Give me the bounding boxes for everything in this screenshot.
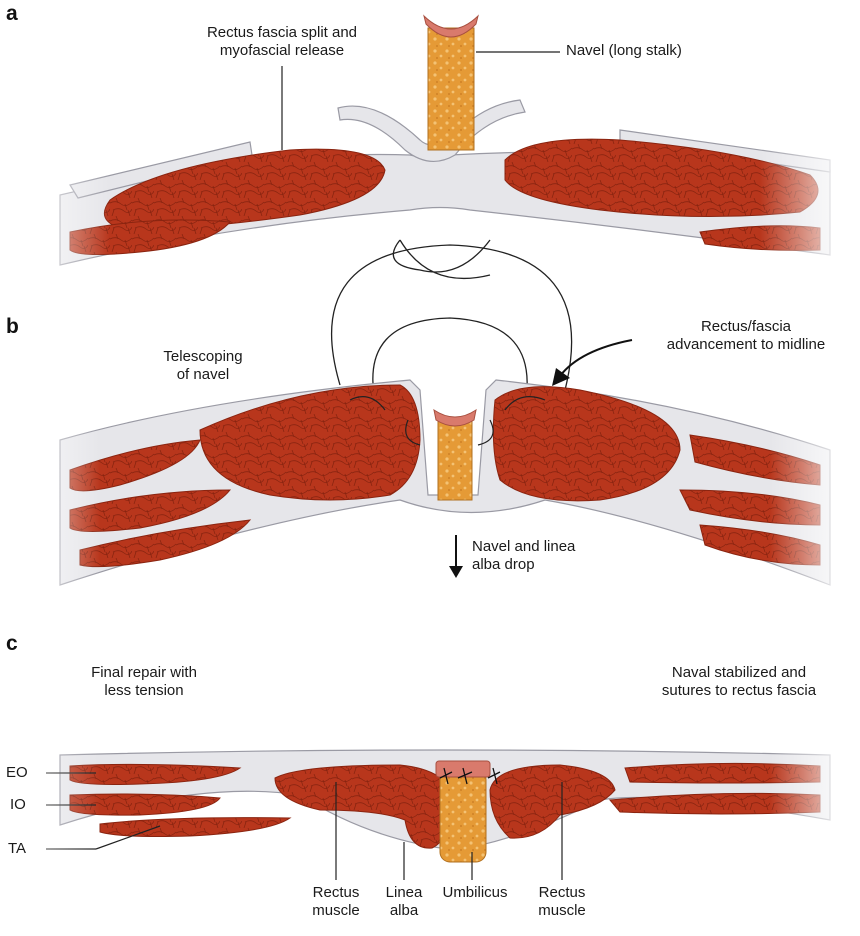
label-linea-line2: alba: [372, 902, 436, 920]
panel-c-rectus-left: [275, 765, 452, 848]
panel-label-b: b: [6, 315, 19, 339]
label-navel-long-stalk: Navel (long stalk): [566, 42, 682, 60]
panel-c-illustration: [0, 740, 860, 880]
label-telescoping-line2: of navel: [148, 366, 258, 384]
panel-b-navel-stalk: [438, 418, 472, 500]
label-rectus-right-line1: Rectus: [522, 884, 602, 902]
label-linea-line1: Linea: [372, 884, 436, 902]
label-rectus-left-line1: Rectus: [296, 884, 376, 902]
label-rectus-advancement: Rectus/fascia advancement to midline: [640, 318, 852, 354]
panel-b-illustration: [0, 240, 860, 600]
label-rectus-right-line2: muscle: [522, 902, 602, 920]
label-advancement-line1: Rectus/fascia: [640, 318, 852, 336]
label-drop-line1: Navel and linea: [472, 538, 575, 556]
label-linea-alba: Linea alba: [372, 884, 436, 920]
panel-a-navel-stalk: [428, 28, 474, 150]
label-umbilicus: Umbilicus: [430, 884, 520, 902]
label-final-line2: less tension: [64, 682, 224, 700]
label-rectus-fascia-line2: myofascial release: [176, 42, 388, 60]
label-rectus-fascia-line1: Rectus fascia split and: [176, 24, 388, 42]
label-rectus-fascia-split: Rectus fascia split and myofascial relea…: [176, 24, 388, 60]
panel-c-navel-stalk: [440, 770, 486, 862]
label-naval-line2: sutures to rectus fascia: [630, 682, 848, 700]
label-rectus-muscle-left: Rectus muscle: [296, 884, 376, 920]
label-io: IO: [10, 796, 26, 814]
panel-c-rectus-right: [490, 765, 615, 838]
label-rectus-left-line2: muscle: [296, 902, 376, 920]
label-naval-line1: Naval stabilized and: [630, 664, 848, 682]
panel-a-illustration: [0, 16, 860, 270]
label-rectus-muscle-right: Rectus muscle: [522, 884, 602, 920]
label-advancement-line2: advancement to midline: [640, 336, 852, 354]
label-eo: EO: [6, 764, 28, 782]
label-drop-line2: alba drop: [472, 556, 575, 574]
panel-c-ta-left: [100, 818, 290, 837]
panel-label-a: a: [6, 2, 18, 26]
label-navel-drop: Navel and linea alba drop: [472, 538, 575, 574]
panel-label-c: c: [6, 632, 18, 656]
label-final-repair: Final repair with less tension: [64, 664, 224, 700]
label-telescoping-line1: Telescoping: [148, 348, 258, 366]
label-ta: TA: [8, 840, 26, 858]
label-final-line1: Final repair with: [64, 664, 224, 682]
label-naval-stabilized: Naval stabilized and sutures to rectus f…: [630, 664, 848, 700]
label-telescoping: Telescoping of navel: [148, 348, 258, 384]
